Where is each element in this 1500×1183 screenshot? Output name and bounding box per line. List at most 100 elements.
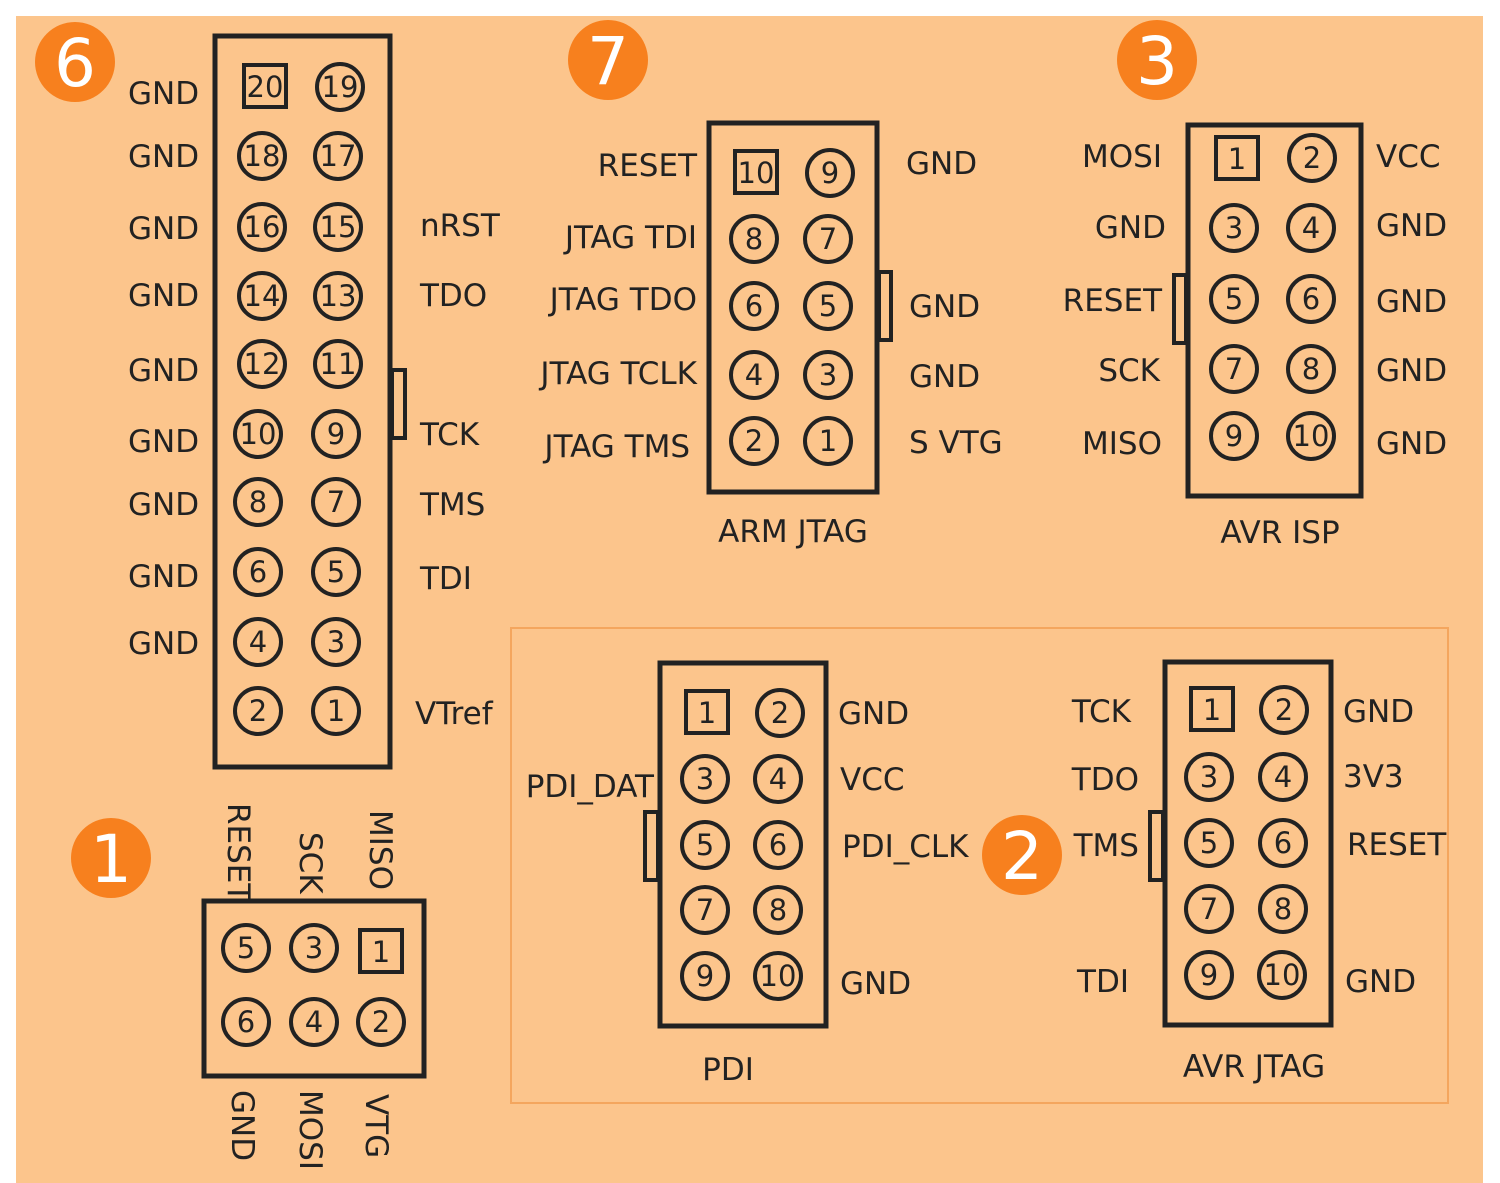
pin-label: 7 xyxy=(1225,352,1243,386)
pin-label: 1 xyxy=(698,696,716,730)
pin-label: 5 xyxy=(1200,826,1218,860)
pin-circle xyxy=(729,416,779,466)
connector-3-left-signals: MOSI GND RESET SCK MISO xyxy=(1063,139,1166,462)
connector-pdi-key xyxy=(643,810,660,882)
pin-circle xyxy=(680,754,730,804)
signal-label: GND xyxy=(224,1090,260,1161)
pin-label: 2 xyxy=(372,1005,390,1039)
pin-label: 4 xyxy=(769,762,787,796)
pin-label: 9 xyxy=(327,417,345,451)
pin-label: 4 xyxy=(305,1005,323,1039)
pin-label: 14 xyxy=(244,279,281,313)
connector-pdi-title: PDI xyxy=(702,1052,754,1088)
connector-2: 2 1 2 3 4 5 6 7 8 9 10 TCK TD xyxy=(982,659,1447,1085)
pin-circle xyxy=(233,547,283,597)
pin-circle xyxy=(1184,884,1234,934)
signal-label: GND xyxy=(128,487,199,523)
pin-label: 9 xyxy=(696,959,714,993)
signal-label: GND xyxy=(1343,694,1414,730)
connector-6: 6 20 19 18 17 16 15 14 13 12 11 10 xyxy=(35,22,501,770)
pin-label: 2 xyxy=(771,696,789,730)
pin-circle xyxy=(803,214,853,264)
signal-label: TCK xyxy=(1071,694,1132,730)
signal-label: RESET xyxy=(220,803,256,903)
connector-pdi: 1 2 3 4 5 6 7 8 9 10 PDI_DAT GND VCC PDI… xyxy=(526,660,969,1088)
pin-circle xyxy=(1287,133,1337,183)
badge-6-text: 6 xyxy=(54,25,96,102)
pin-label: 3 xyxy=(1200,760,1218,794)
pin-circle xyxy=(753,820,803,870)
signal-label: MISO xyxy=(362,810,398,890)
signal-label: S VTG xyxy=(909,425,1003,461)
signal-label: nRST xyxy=(420,208,501,244)
pin-label: 10 xyxy=(1264,958,1301,992)
pin-circle xyxy=(311,409,361,459)
signal-label: RESET xyxy=(598,148,698,184)
signal-label: TDI xyxy=(419,561,472,597)
badge-3 xyxy=(1117,20,1197,100)
pin-circle xyxy=(289,923,339,973)
pin-circle xyxy=(237,202,287,252)
connector-pdi-pins: 1 2 3 4 5 6 7 8 9 10 xyxy=(680,688,805,1001)
signal-label: GND xyxy=(909,289,980,325)
pin-circle xyxy=(753,754,803,804)
pin-label: 8 xyxy=(249,485,267,519)
pin-circle xyxy=(311,686,361,736)
signal-label: PDI_CLK xyxy=(842,829,969,865)
signal-label: MOSI xyxy=(1082,139,1162,175)
signal-label: GND xyxy=(1376,284,1447,320)
pin-label: 2 xyxy=(745,424,763,458)
pin-label: 19 xyxy=(322,70,359,104)
pin-label: 2 xyxy=(1275,693,1293,727)
pin-label: 1 xyxy=(819,424,837,458)
connector-2-pins: 1 2 3 4 5 6 7 8 9 10 xyxy=(1184,685,1309,1000)
connector-7-right-signals: GND GND GND S VTG xyxy=(906,146,1003,461)
pin-label: 5 xyxy=(696,828,714,862)
pin-label: 6 xyxy=(1302,282,1320,316)
signal-label: VTG xyxy=(358,1094,394,1158)
pin-circle xyxy=(1258,884,1308,934)
signal-label: 3V3 xyxy=(1343,759,1404,795)
badge-2 xyxy=(982,815,1062,895)
pin-label: 9 xyxy=(1225,419,1243,453)
connector-3-title: AVR ISP xyxy=(1220,515,1339,551)
signal-label: JTAG TDI xyxy=(563,220,697,256)
pin-label: 8 xyxy=(769,893,787,927)
pin-square xyxy=(684,689,730,735)
badge-6 xyxy=(35,22,115,102)
pin-circle xyxy=(221,997,271,1047)
signal-label: GND xyxy=(909,359,980,395)
connector-6-left-signals: GND GND GND GND GND GND GND GND GND xyxy=(128,76,199,662)
signal-label: GND xyxy=(128,76,199,112)
diagram-background xyxy=(16,16,1483,1183)
badge-7 xyxy=(568,20,648,100)
connector-3: 3 1 2 3 4 5 6 7 8 9 10 MOSI G xyxy=(1063,20,1447,551)
signal-label: RESET xyxy=(1347,827,1447,863)
badge-3-text: 3 xyxy=(1136,23,1178,100)
pin-label: 6 xyxy=(745,289,763,323)
pin-circle xyxy=(311,617,361,667)
pin-circle xyxy=(221,923,271,973)
signal-label: GND xyxy=(840,966,911,1002)
signal-label: GND xyxy=(128,626,199,662)
signal-label: GND xyxy=(1376,426,1447,462)
pin-circle xyxy=(803,350,853,400)
signal-label: JTAG TCLK xyxy=(538,356,697,392)
pin-circle xyxy=(753,885,803,935)
pin-circle xyxy=(313,131,363,181)
pin-label: 4 xyxy=(745,358,763,392)
pin-label: 10 xyxy=(1293,419,1330,453)
pin-circle xyxy=(803,416,853,466)
signal-label: PDI_DAT xyxy=(526,769,655,805)
signal-label: SCK xyxy=(1098,353,1160,389)
connector-2-left-signals: TCK TDO TMS TDI xyxy=(1071,694,1139,1000)
pin-label: 6 xyxy=(769,828,787,862)
connector-7-pins: 10 9 8 7 6 5 4 3 2 1 xyxy=(729,148,855,466)
signal-label: GND xyxy=(906,146,977,182)
signal-label: VCC xyxy=(840,762,905,798)
pin-circle xyxy=(1209,203,1259,253)
connector-3-pins: 1 2 3 4 5 6 7 8 9 10 xyxy=(1209,133,1337,461)
signal-label: GND xyxy=(128,424,199,460)
pin-circle xyxy=(1286,274,1336,324)
signal-label: TMS xyxy=(419,487,485,523)
